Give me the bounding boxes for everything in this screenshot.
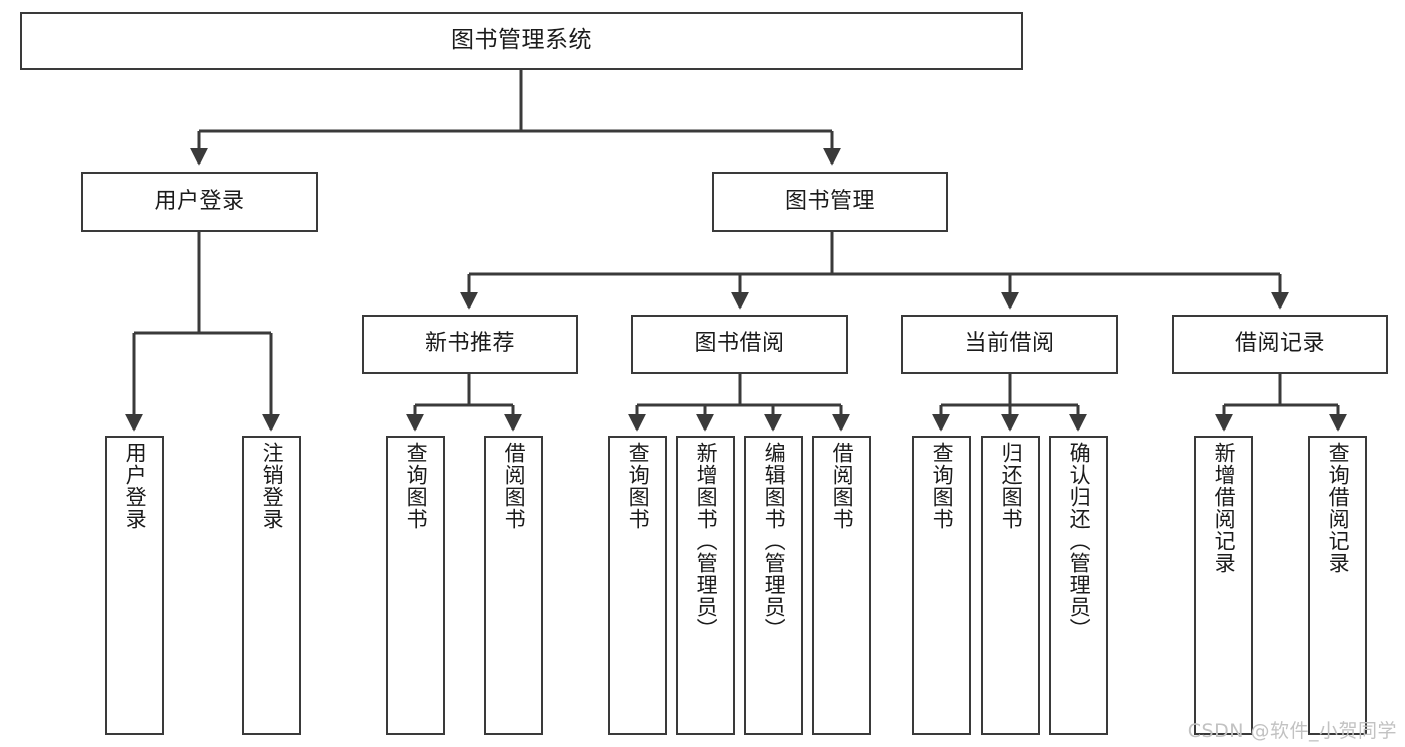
node-label: 新书推荐 — [424, 331, 515, 357]
node-label: 用户登录 — [123, 442, 148, 530]
node-new-book-recommend[interactable]: 新书推荐 — [362, 315, 578, 374]
node-label: 借阅图书 — [502, 442, 527, 530]
node-label: 查询图书 — [930, 442, 955, 530]
node-user-login[interactable]: 用户登录 — [81, 172, 318, 232]
node-label: 借阅记录 — [1234, 331, 1325, 357]
leaf-book-borrow-borrow-book[interactable]: 借阅图书 — [812, 436, 871, 735]
leaf-new-book-query-book[interactable]: 查询图书 — [386, 436, 445, 735]
leaf-book-borrow-add-book-admin[interactable]: 新增图书（管理员） — [676, 436, 735, 735]
node-label: 新增图书（管理员） — [694, 442, 719, 640]
node-current-borrow[interactable]: 当前借阅 — [901, 315, 1118, 374]
leaf-current-borrow-confirm-return-admin[interactable]: 确认归还（管理员） — [1049, 436, 1108, 735]
leaf-current-borrow-return-book[interactable]: 归还图书 — [981, 436, 1040, 735]
node-label: 用户登录 — [154, 188, 245, 214]
node-label: 借阅图书 — [830, 442, 855, 530]
leaf-user-login-logout[interactable]: 注销登录 — [242, 436, 301, 735]
node-borrow-record[interactable]: 借阅记录 — [1172, 315, 1388, 374]
node-label: 归还图书 — [999, 442, 1024, 530]
node-label: 查询图书 — [404, 442, 429, 530]
node-label: 查询图书 — [626, 442, 651, 530]
node-label: 注销登录 — [260, 442, 285, 530]
leaf-new-book-borrow-book[interactable]: 借阅图书 — [484, 436, 543, 735]
node-label: 查询借阅记录 — [1326, 442, 1351, 574]
csdn-watermark: CSDN @软件_小贺同学 — [1187, 720, 1397, 742]
node-label: 图书管理 — [784, 188, 875, 214]
leaf-book-borrow-edit-book-admin[interactable]: 编辑图书（管理员） — [744, 436, 803, 735]
leaf-book-borrow-query-book[interactable]: 查询图书 — [608, 436, 667, 735]
leaf-borrow-record-add-record[interactable]: 新增借阅记录 — [1194, 436, 1253, 735]
node-label: 确认归还（管理员） — [1067, 442, 1092, 640]
leaf-borrow-record-query-record[interactable]: 查询借阅记录 — [1308, 436, 1367, 735]
node-label: 图书管理系统 — [451, 27, 592, 54]
node-book-management[interactable]: 图书管理 — [712, 172, 948, 232]
leaf-user-login-login[interactable]: 用户登录 — [105, 436, 164, 735]
node-label: 新增借阅记录 — [1212, 442, 1237, 574]
leaf-current-borrow-query-book[interactable]: 查询图书 — [912, 436, 971, 735]
node-root-book-management-system[interactable]: 图书管理系统 — [20, 12, 1023, 70]
node-book-borrow[interactable]: 图书借阅 — [631, 315, 848, 374]
node-label: 编辑图书（管理员） — [762, 442, 787, 640]
node-label: 当前借阅 — [964, 331, 1055, 357]
node-label: 图书借阅 — [694, 331, 785, 357]
